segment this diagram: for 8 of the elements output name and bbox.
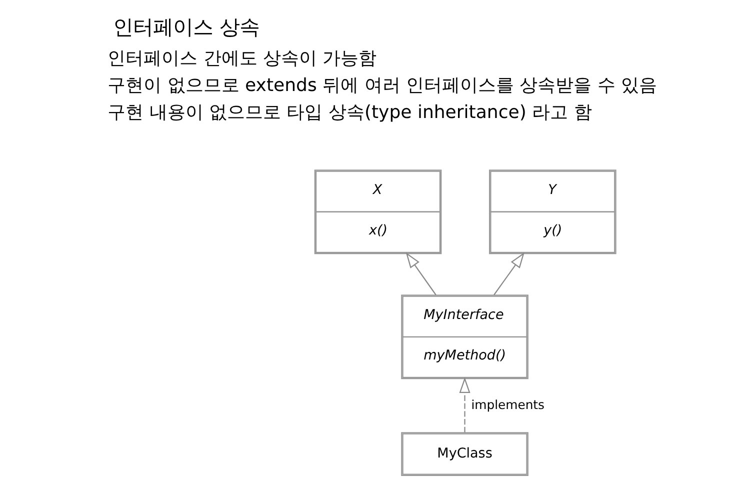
label: 구현 내용이 없으므로 타입 상속(type inheritance) 라고 함 (107, 102, 592, 123)
label: 인터페이스 간에도 상속이 가능함 (107, 47, 376, 68)
arrow (458, 376, 470, 432)
arrow (493, 252, 524, 295)
arrow (405, 252, 436, 295)
label: 구현이 없으므로 extends 뒤에 여러 인터페이스를 상속받을 수 있음 (107, 74, 657, 96)
diagram-title: 인터페이스 상속 (112, 14, 260, 39)
edge-label: implements (470, 396, 544, 412)
